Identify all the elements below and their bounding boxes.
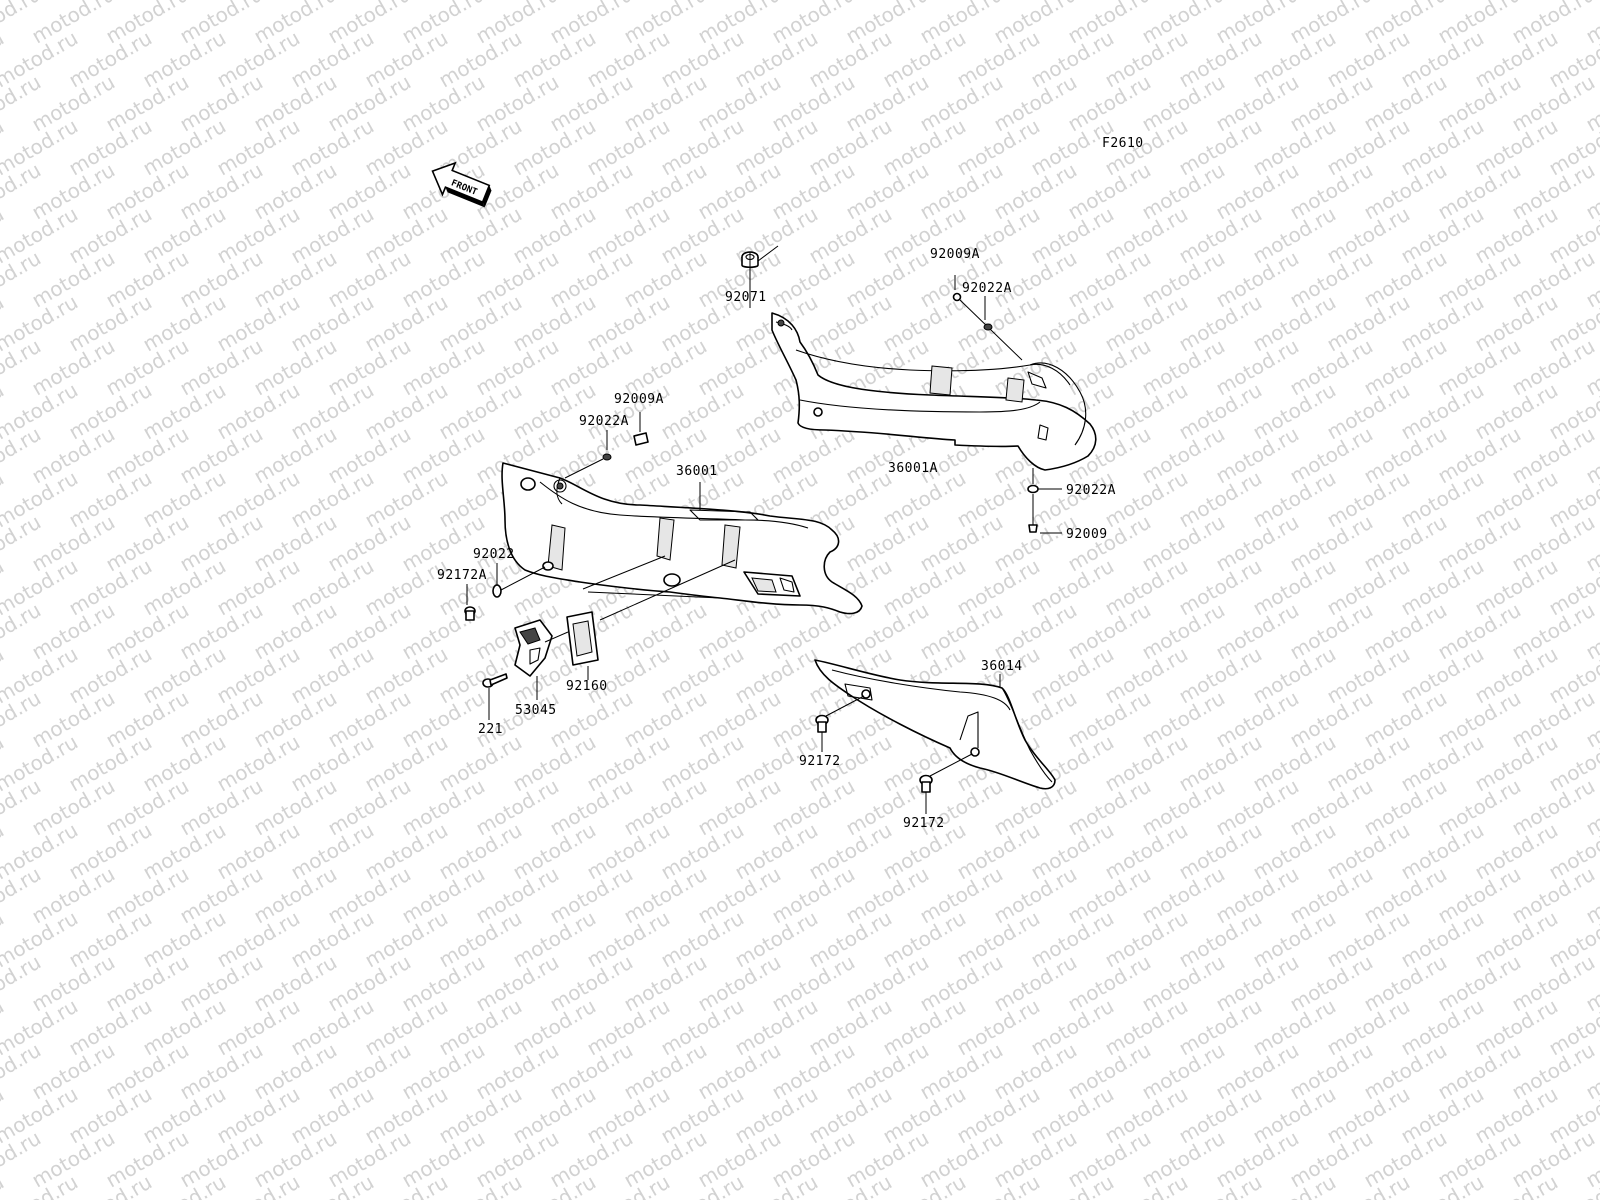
label-92022A-top: 92022A [962,281,1012,296]
label-92022A-right: 92022A [1066,483,1116,498]
washer-92022A-top [983,296,993,331]
washer-92022 [492,563,546,598]
screw-92172-b [919,753,973,814]
screw-221 [482,673,508,720]
label-221: 221 [478,722,503,737]
label-36001A: 36001A [888,461,938,476]
label-92009A-top: 92009A [930,247,980,262]
bolt-92009A-top [952,275,1023,361]
label-92022: 92022 [473,547,515,562]
leader-lines-36001 [582,482,736,621]
screw-92172-a [815,695,865,752]
damper-92160 [566,611,599,680]
bracket-53045 [514,619,569,700]
label-36014: 36014 [981,659,1023,674]
cover-36001 [501,462,863,615]
bolt-92009-right [1028,494,1062,534]
washer-92022A-right [1027,468,1062,494]
front-arrow-icon: FRONT [431,161,492,208]
label-92172-b: 92172 [903,816,945,831]
figure-code: F2610 [1102,136,1144,151]
watermark-text: motod.ru [0,1170,8,1200]
label-92160: 92160 [566,679,608,694]
grommet-92071 [741,245,779,308]
bolt-92009A-left [633,412,649,446]
screw-92172A [464,584,476,621]
label-36001: 36001 [676,464,718,479]
label-92071: 92071 [725,290,767,305]
cover-36014 [814,659,1056,790]
label-92172A: 92172A [437,568,487,583]
label-92172-a: 92172 [799,754,841,769]
label-92009A-left: 92009A [614,392,664,407]
cover-36001A [771,312,1097,471]
label-53045: 53045 [515,703,557,718]
label-92022A-left: 92022A [579,414,629,429]
label-92009: 92009 [1066,527,1108,542]
washer-92022A-left [564,430,612,479]
